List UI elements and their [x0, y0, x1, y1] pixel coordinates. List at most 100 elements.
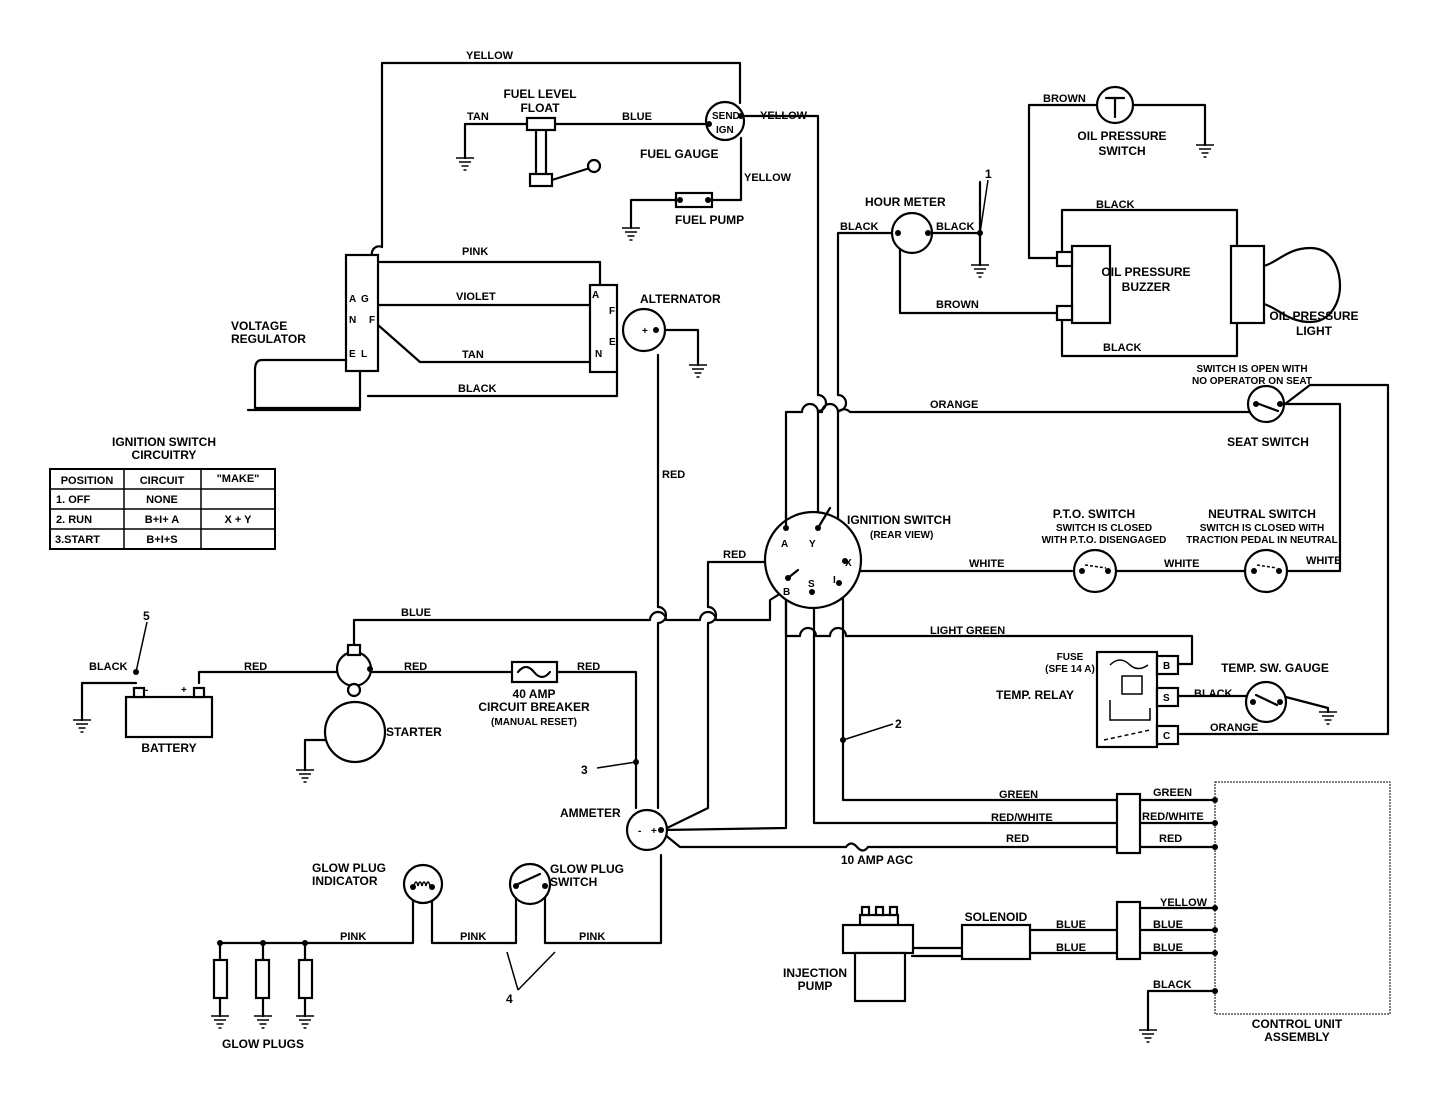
ground-icon — [1195, 144, 1215, 158]
control-unit-connectors — [1115, 781, 1391, 1015]
pto-switch-label: P.T.O. SWITCH — [1053, 507, 1135, 521]
fuel-gauge-label: FUEL GAUGE — [640, 147, 718, 161]
ground-icon — [72, 719, 92, 733]
table-cell: B+I+S — [146, 534, 177, 546]
wire-label-black: BLACK — [1194, 688, 1233, 700]
oil-pressure-light — [1229, 244, 1342, 325]
brown-wire-hour-meter — [898, 238, 1064, 315]
ground-icon — [1318, 711, 1338, 725]
voltage-regulator — [246, 253, 380, 412]
callout-4: 4 — [506, 992, 513, 1006]
wire-label-white: WHITE — [1306, 555, 1341, 567]
wire-label-green: GREEN — [999, 789, 1038, 801]
fuel-pump-label: FUEL PUMP — [675, 213, 744, 227]
circuit-breaker-note: (MANUAL RESET) — [491, 717, 577, 728]
wire-label-blue: BLUE — [1153, 942, 1183, 954]
ignition-terminal-b: B — [783, 587, 790, 598]
pto-switch — [1072, 548, 1118, 594]
green-wire — [841, 578, 1119, 802]
relay-terminal-b: B — [1163, 661, 1170, 672]
wire-label-orange: ORANGE — [930, 399, 978, 411]
black-wire-hour-meter — [836, 231, 898, 397]
battery — [124, 686, 214, 739]
wire-label-yellow: YELLOW — [744, 172, 792, 184]
light-green-wire — [784, 588, 1194, 666]
alternator-plus: + — [642, 326, 648, 337]
wire-label-black: BLACK — [1096, 199, 1135, 211]
starter-label: STARTER — [386, 725, 442, 739]
ignition-terminal-s: S — [808, 579, 815, 590]
wire-label-pink: PINK — [462, 246, 488, 258]
wire-label-red: RED — [662, 469, 685, 481]
alternator-label: ALTERNATOR — [640, 292, 721, 306]
pink-wire-indicator-switch — [430, 890, 518, 945]
wire-label-red: RED — [404, 661, 427, 673]
wire-label-red-white: RED/WHITE — [1142, 811, 1204, 823]
red-wire-battery-starter — [197, 670, 356, 685]
wire-label-red-white: RED/WHITE — [991, 812, 1053, 824]
glow-plugs — [212, 958, 314, 1000]
table-header-circuit: CIRCUIT — [140, 475, 185, 487]
black-wire-buzzer-bottom — [1060, 311, 1239, 358]
table-header-position: POSITION — [61, 475, 114, 487]
table-header-make: "MAKE" — [217, 473, 260, 485]
red-white-wire — [812, 593, 1119, 825]
ignition-terminal-y: Y — [809, 539, 816, 550]
wire-label-red: RED — [577, 661, 600, 673]
wires — [80, 61, 1390, 1032]
wire-label-blue: BLUE — [1056, 919, 1086, 931]
ground-icon — [210, 1015, 230, 1029]
table-cell: B+I+ A — [145, 514, 179, 526]
fuel-gauge — [704, 100, 746, 142]
ignition-switch-label: IGNITION SWITCH — [847, 513, 951, 527]
battery-minus: - — [145, 685, 148, 696]
ground-icon — [688, 364, 708, 378]
oil-pressure-buzzer — [1055, 244, 1112, 325]
wire-label-white: WHITE — [1164, 558, 1199, 570]
table-cell: 1. OFF — [56, 494, 91, 506]
regulator-terminal-l: L — [361, 349, 367, 360]
wire-label-blue: BLUE — [1056, 942, 1086, 954]
ignition-terminal-a: A — [781, 539, 788, 550]
terminal-labels: A G N F E L A F N E A Y X B S I B S C + … — [145, 290, 1170, 837]
fuel-pump — [674, 191, 714, 209]
callout-3: 3 — [581, 763, 588, 777]
hour-meter-label: HOUR METER — [865, 195, 946, 209]
wire-label-yellow: YELLOW — [466, 50, 514, 62]
table-cell: 2. RUN — [56, 514, 92, 526]
starter — [323, 643, 387, 764]
pink-wire-switch-ammeter — [543, 853, 663, 945]
regulator-terminal-f: F — [369, 315, 375, 326]
red-wire-ignition — [706, 560, 788, 609]
regulator-terminal-g: G — [361, 294, 369, 305]
regulator-terminal-n: N — [349, 315, 356, 326]
battery-label: BATTERY — [141, 741, 196, 755]
wire-labels: YELLOW YELLOW YELLOW TAN BLUE PINK VIOLE… — [89, 50, 1341, 991]
hour-meter — [890, 211, 934, 255]
fuse-label: FUSE(SFE 14 A) — [1045, 652, 1095, 675]
wire-label-red: RED — [723, 549, 746, 561]
oil-pressure-switch — [1095, 85, 1135, 125]
wire-label-white: WHITE — [969, 558, 1004, 570]
wire-label-black: BLACK — [1103, 342, 1142, 354]
temp-sw-gauge-label: TEMP. SW. GAUGE — [1221, 661, 1329, 675]
alt-terminal-e: E — [609, 337, 616, 348]
wire-label-red: RED — [1006, 833, 1029, 845]
wire-label-yellow: YELLOW — [760, 110, 808, 122]
relay-terminal-s: S — [1163, 693, 1170, 704]
glow-plug-indicator — [402, 863, 444, 905]
fuel-level-float — [525, 116, 602, 188]
battery-plus: + — [181, 685, 187, 696]
ammeter-label: AMMETER — [560, 806, 621, 820]
blue-wire-starter — [352, 588, 788, 652]
wire-label-black: BLACK — [1153, 979, 1192, 991]
wire-label-blue: BLUE — [622, 111, 652, 123]
wire-label-red: RED — [1159, 833, 1182, 845]
fuel-gauge-ign-label: IGN — [716, 125, 734, 136]
ignition-terminal-x: X — [845, 558, 852, 569]
